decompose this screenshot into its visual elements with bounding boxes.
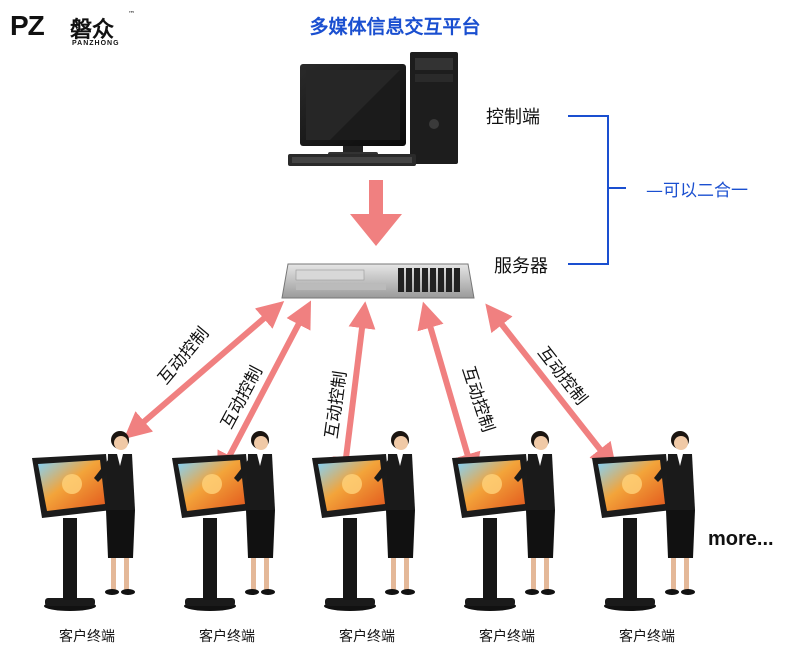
more-label: more... xyxy=(708,528,774,550)
terminal-label-1: 客户终端 xyxy=(59,629,115,645)
page-title: 多媒体信息交互平台 xyxy=(309,16,481,38)
interaction-arrow-5 xyxy=(485,303,617,471)
terminal-label-4: 客户终端 xyxy=(479,629,535,645)
interaction-arrow-2 xyxy=(216,300,312,480)
terminal-label-2: 客户终端 xyxy=(199,629,255,645)
logo-chinese: 磐众 xyxy=(70,18,115,43)
combine-bracket xyxy=(568,115,626,265)
combine-label: —可以二合一 xyxy=(646,181,748,201)
logo-subtitle: PANZHONG xyxy=(72,40,120,47)
logo-mark: PZ xyxy=(10,10,45,41)
interaction-arrow-3 xyxy=(332,301,376,485)
desktop-computer-icon xyxy=(288,52,458,166)
terminal-label-3: 客户终端 xyxy=(339,629,395,645)
data-flow-arrow xyxy=(350,180,402,246)
server-label: 服务器 xyxy=(494,256,548,277)
terminal-label-5: 客户终端 xyxy=(619,629,675,645)
interaction-arrow-4 xyxy=(417,301,481,481)
rack-server-icon xyxy=(281,263,475,299)
control-end-label: 控制端 xyxy=(486,107,540,128)
panzhong-logo: PZ 磐众 PANZHONG ™ xyxy=(10,10,140,54)
logo-trademark: ™ xyxy=(128,10,135,18)
